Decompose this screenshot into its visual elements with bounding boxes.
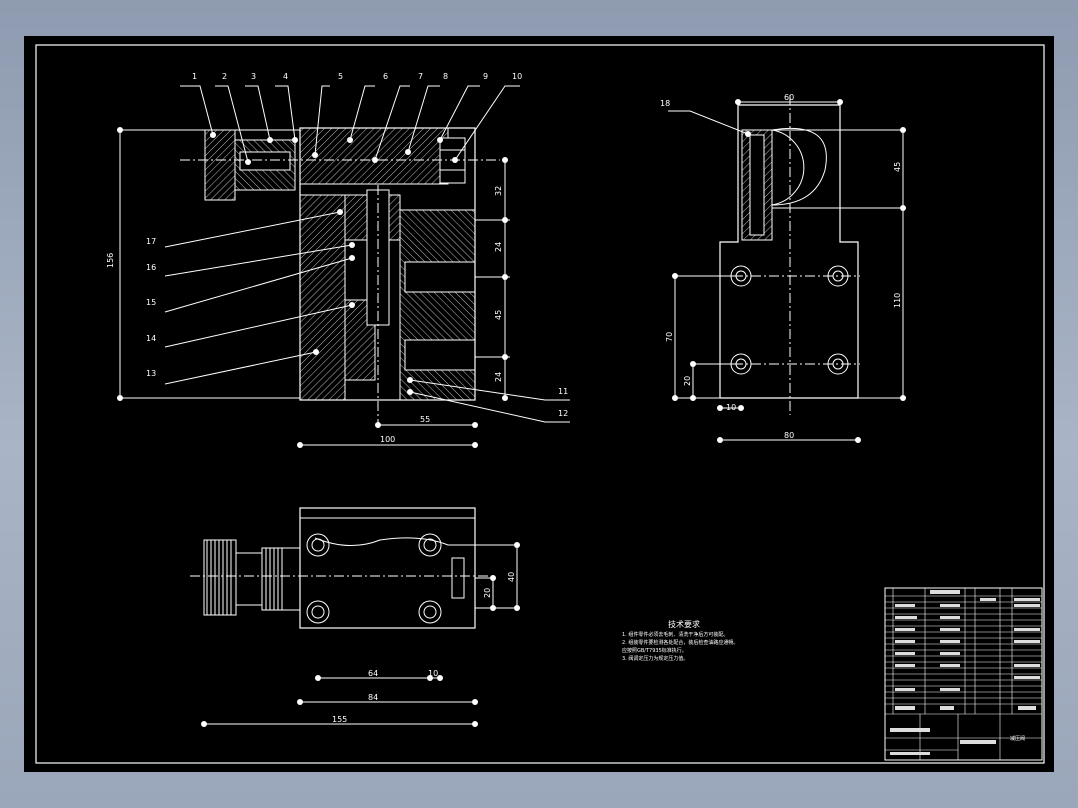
main-section-view xyxy=(117,85,570,448)
dim-100: 100 xyxy=(380,435,395,444)
balloon-13: 13 xyxy=(146,369,156,378)
balloon-14: 14 xyxy=(146,334,156,343)
balloon-17: 17 xyxy=(146,237,156,246)
balloon-4: 4 xyxy=(283,72,288,81)
balloon-15: 15 xyxy=(146,298,156,307)
dim-plan-40: 40 xyxy=(507,572,516,582)
note-line-1: 1. 组件零件必须去毛刺、清洗干净后方可装配。 xyxy=(622,631,728,638)
dim-10: 10 xyxy=(726,403,736,412)
dim-84: 84 xyxy=(368,693,378,702)
balloon-10: 10 xyxy=(512,72,522,81)
note-line-3: 应按照GB/T7935标准执行。 xyxy=(622,647,687,654)
dim-64: 64 xyxy=(368,669,378,678)
dim-24b: 24 xyxy=(494,372,503,382)
dim-32: 32 xyxy=(494,186,503,196)
balloon-18: 18 xyxy=(660,99,670,108)
balloon-labels-left: 17 16 15 14 13 11 12 xyxy=(146,237,568,418)
balloon-3: 3 xyxy=(251,72,256,81)
dim-24a: 24 xyxy=(494,242,503,252)
technical-requirements: 技术要求 1. 组件零件必须去毛刺、清洗干净后方可装配。 2. 组装零件要检测各… xyxy=(622,619,738,662)
balloon-11: 11 xyxy=(558,387,568,396)
balloon-16: 16 xyxy=(146,263,156,272)
drawing-title: 减压阀 xyxy=(1010,735,1025,742)
balloon-2: 2 xyxy=(222,72,227,81)
main-dimension-text: 156 32 24 45 24 55 100 xyxy=(106,186,503,444)
balloon-7: 7 xyxy=(418,72,423,81)
balloon-1: 1 xyxy=(192,72,197,81)
balloon-8: 8 xyxy=(443,72,448,81)
dim-plan-20: 20 xyxy=(483,588,492,598)
balloon-9: 9 xyxy=(483,72,488,81)
balloon-5: 5 xyxy=(338,72,343,81)
balloon-6: 6 xyxy=(383,72,388,81)
plan-view: 40 20 64 10 84 155 xyxy=(190,507,520,727)
dim-plan-10: 10 xyxy=(428,669,438,678)
dim-20: 20 xyxy=(683,376,692,386)
dim-110: 110 xyxy=(893,293,902,308)
drawing-frame xyxy=(35,44,1045,764)
side-view: 18 60 45 110 70 20 10 80 xyxy=(660,93,906,443)
notes-title: 技术要求 xyxy=(668,619,700,629)
dim-70: 70 xyxy=(665,332,674,342)
drawing-sheet xyxy=(24,36,1054,772)
note-line-2: 2. 组装零件要检测各处配合，装后检查油路应通畅。 xyxy=(622,639,738,646)
dim-55: 55 xyxy=(420,415,430,424)
note-line-4: 3. 阀调定压力为规定压力值。 xyxy=(622,655,688,662)
balloon-labels-top: 1 2 3 4 5 6 7 8 9 10 xyxy=(192,72,522,81)
dim-60: 60 xyxy=(784,93,794,102)
balloon-12: 12 xyxy=(558,409,568,418)
title-block: 减压阀 xyxy=(884,587,1043,761)
dim-155: 155 xyxy=(332,715,347,724)
dim-80: 80 xyxy=(784,431,794,440)
dim-45: 45 xyxy=(494,310,503,320)
dim-side-45: 45 xyxy=(893,162,902,172)
dim-156: 156 xyxy=(106,253,115,268)
